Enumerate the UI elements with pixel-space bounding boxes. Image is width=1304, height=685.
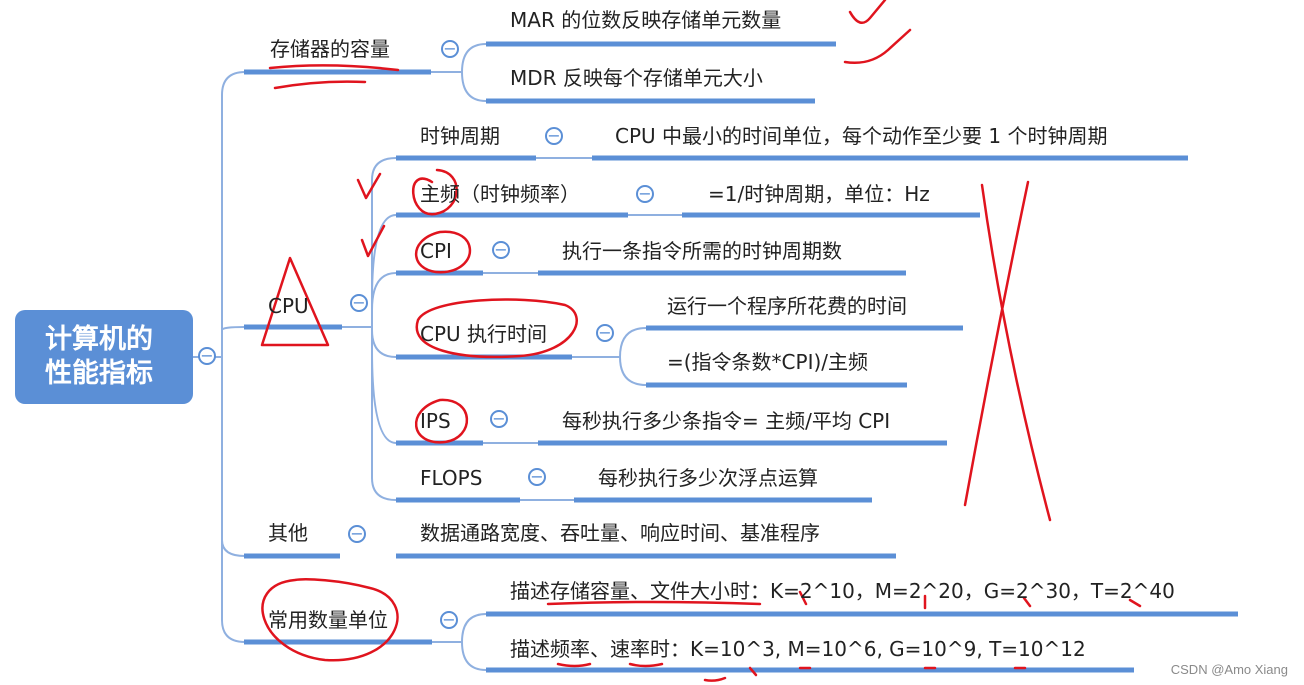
connector-line	[371, 329, 397, 358]
red-annotation-stroke	[360, 224, 386, 258]
root-collapse-button[interactable]: −	[198, 347, 216, 365]
node-clock-cycle-detail[interactable]: CPU 中最小的时间单位，每个动作至少要 1 个时钟周期	[615, 124, 1108, 148]
other-collapse-button[interactable]: −	[348, 525, 366, 543]
node-frequency[interactable]: 主频（时钟频率）	[420, 182, 580, 206]
node-mdr-size[interactable]: MDR 反映每个存储单元大小	[510, 66, 763, 90]
node-clock-cycle[interactable]: 时钟周期	[420, 124, 500, 148]
node-mar-bits[interactable]: MAR 的位数反映存储单元数量	[510, 8, 782, 32]
connector-line	[371, 349, 397, 444]
node-frequency-detail[interactable]: =1/时钟周期，单位：Hz	[708, 182, 930, 206]
connector-line	[221, 357, 246, 643]
red-annotation-stroke	[980, 183, 1052, 522]
connector-line	[619, 356, 647, 386]
connector-line	[461, 43, 487, 73]
units-collapse-button[interactable]: −	[440, 611, 458, 629]
red-annotation-stroke	[268, 64, 400, 72]
branch-storage-capacity[interactable]: 存储器的容量	[270, 37, 390, 61]
node-other-items[interactable]: 数据通路宽度、吞吐量、响应时间、基准程序	[420, 521, 820, 545]
flops-collapse-button[interactable]: −	[528, 468, 546, 486]
red-annotation-stroke	[415, 298, 578, 359]
node-frequency-units[interactable]: 描述频率、速率时：K=10^3, M=10^6, G=10^9, T=10^12	[510, 637, 1086, 661]
red-annotation-stroke	[260, 256, 330, 347]
connector-line	[619, 327, 647, 358]
cpu-collapse-button[interactable]: −	[350, 294, 368, 312]
frequency-collapse-button[interactable]: −	[636, 185, 654, 203]
branch-common-units[interactable]: 常用数量单位	[268, 608, 388, 632]
connector-line	[461, 613, 487, 643]
node-cpi[interactable]: CPI	[420, 239, 452, 263]
red-annotation-stroke	[748, 666, 758, 677]
clock-cycle-collapse-button[interactable]: −	[545, 127, 563, 145]
red-annotation-stroke	[963, 180, 1030, 507]
watermark: CSDN @Amo Xiang	[1170, 662, 1288, 677]
red-annotation-stroke	[798, 590, 808, 606]
connector-line	[371, 327, 397, 501]
connector-line	[461, 71, 487, 102]
red-annotation-stroke	[356, 172, 382, 200]
connector-line	[221, 71, 246, 357]
connector-line	[221, 326, 246, 331]
node-cpu-time-detail-2[interactable]: =(指令条数*CPI)/主频	[667, 350, 869, 374]
branch-cpu[interactable]: CPU	[268, 294, 309, 318]
storage-collapse-button[interactable]: −	[441, 40, 459, 58]
connector-lines	[193, 43, 682, 671]
ips-collapse-button[interactable]: −	[490, 410, 508, 428]
node-underlines	[244, 41, 1238, 673]
connector-line	[461, 641, 487, 671]
red-annotation-stroke	[628, 662, 664, 668]
branch-other[interactable]: 其他	[268, 521, 308, 545]
red-annotation-stroke	[703, 676, 727, 682]
red-annotation-stroke	[556, 662, 592, 668]
node-cpu-time[interactable]: CPU 执行时间	[420, 322, 548, 346]
cpi-collapse-button[interactable]: −	[492, 241, 510, 259]
red-annotation-stroke	[411, 168, 458, 216]
connector-line	[371, 272, 397, 311]
red-annotation-stroke	[414, 398, 469, 444]
red-annotation-stroke	[848, 0, 887, 25]
red-annotation-stroke	[1128, 598, 1142, 608]
cpu-time-collapse-button[interactable]: −	[596, 324, 614, 342]
node-storage-units[interactable]: 描述存储容量、文件大小时：K=2^10，M=2^20，G=2^30，T=2^40	[510, 579, 1175, 603]
node-cpu-time-detail-1[interactable]: 运行一个程序所花费的时间	[667, 294, 907, 318]
red-annotation-stroke	[546, 600, 762, 606]
node-ips-detail[interactable]: 每秒执行多少条指令= 主频/平均 CPI	[562, 409, 891, 433]
node-flops[interactable]: FLOPS	[420, 466, 483, 490]
connector-line	[221, 539, 246, 557]
red-annotation-stroke	[1022, 596, 1032, 608]
node-ips[interactable]: IPS	[420, 409, 451, 433]
root-label: 计算机的 性能指标	[45, 324, 153, 389]
node-flops-detail[interactable]: 每秒执行多少次浮点运算	[598, 466, 818, 490]
node-cpi-detail[interactable]: 执行一条指令所需的时钟周期数	[562, 239, 842, 263]
connector-line	[371, 157, 397, 327]
root-node[interactable]: 计算机的 性能指标	[15, 310, 193, 404]
red-annotation-stroke	[273, 80, 367, 90]
red-annotation-stroke	[843, 28, 912, 64]
red-annotation-stroke	[414, 230, 472, 274]
red-annotation-stroke	[261, 578, 399, 662]
